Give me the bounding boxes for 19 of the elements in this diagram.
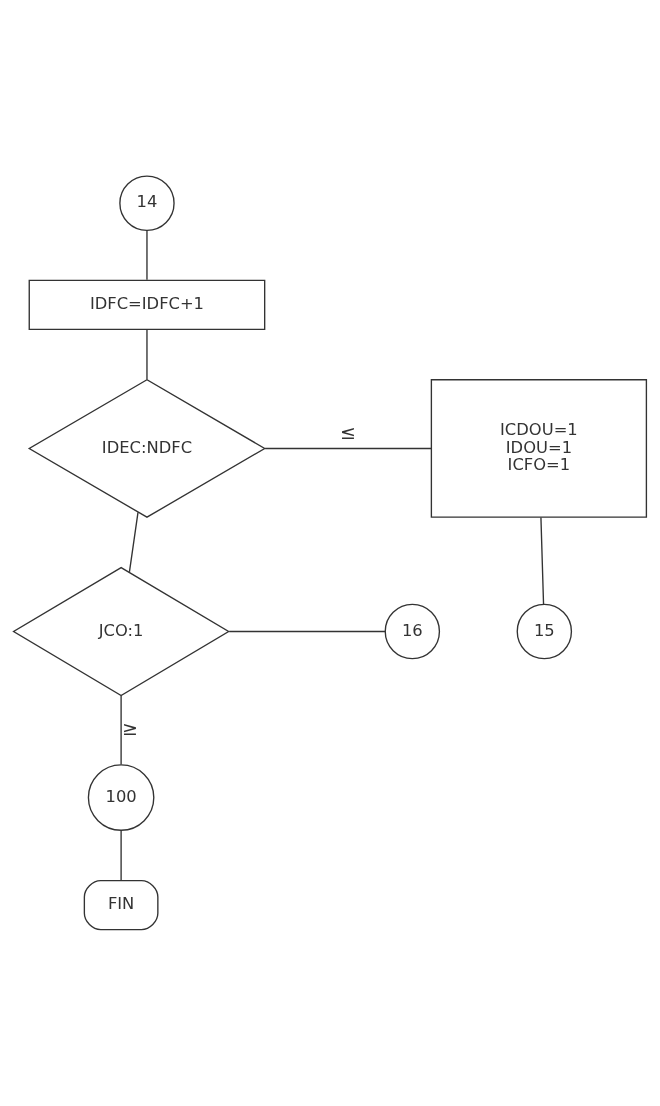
node-box: IDFC=IDFC+1 [28,279,266,331]
node-diamond: IDEC:NDFC [27,378,267,518]
connector [228,630,387,633]
node-diamond: JCO:1 [12,566,230,697]
edge-label: ≥ [121,717,138,740]
node-circle: 14 [119,175,175,231]
edge-label: ≤ [340,421,357,444]
node-circle: 100 [87,764,155,831]
node-box: FIN [83,879,159,931]
node-circle: 16 [384,603,441,660]
connector [128,511,139,573]
connector [146,328,148,381]
connector [146,229,148,281]
node-circle: 15 [516,603,573,660]
connector [120,829,122,881]
connector [120,694,122,766]
connector [264,447,432,450]
node-box: ICDOU=1 IDOU=1 ICFO=1 [430,379,648,518]
connector [540,516,545,606]
